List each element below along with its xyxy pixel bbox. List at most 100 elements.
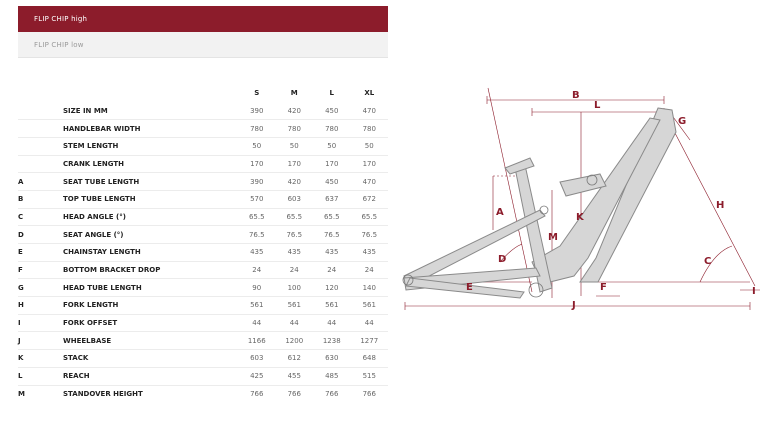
row-value: 44 bbox=[275, 313, 313, 332]
row-label: BOTTOM BRACKET DROP bbox=[63, 260, 238, 279]
diagram-label-b: B bbox=[572, 90, 580, 101]
column-header-l: L bbox=[329, 89, 334, 97]
row-letter bbox=[18, 119, 63, 138]
diagram-label-j: J bbox=[571, 300, 576, 311]
row-letter: C bbox=[18, 207, 63, 226]
row-value: 648 bbox=[350, 349, 388, 368]
diagram-label-g: G bbox=[678, 116, 686, 127]
diagram-label-f: F bbox=[600, 282, 607, 293]
row-value: 120 bbox=[313, 278, 351, 297]
row-letter: D bbox=[18, 225, 63, 244]
frame-details bbox=[402, 174, 598, 298]
row-value: 1277 bbox=[350, 331, 388, 350]
row-value: 44 bbox=[313, 313, 351, 332]
row-value: 50 bbox=[275, 136, 313, 156]
row-label: HANDLEBAR WIDTH bbox=[63, 119, 238, 138]
row-value: 672 bbox=[350, 189, 388, 209]
row-label: SEAT TUBE LENGTH bbox=[63, 172, 238, 191]
row-value: 76.5 bbox=[275, 225, 313, 244]
row-value: 170 bbox=[238, 154, 276, 173]
row-value: 76.5 bbox=[313, 225, 351, 244]
header-spacer bbox=[63, 84, 238, 102]
row-label: HEAD TUBE LENGTH bbox=[63, 278, 238, 297]
row-value: 766 bbox=[350, 384, 388, 403]
row-value: 390 bbox=[238, 172, 276, 191]
row-value: 100 bbox=[275, 278, 313, 297]
row-value: 420 bbox=[287, 106, 301, 115]
row-label: FORK LENGTH bbox=[63, 296, 238, 315]
row-letter: B bbox=[18, 189, 63, 209]
row-value: 450 bbox=[313, 172, 351, 191]
row-label: STEM LENGTH bbox=[63, 136, 238, 156]
row-value: 435 bbox=[238, 243, 276, 262]
row-value: 766 bbox=[275, 384, 313, 403]
row-letter: H bbox=[18, 296, 63, 315]
row-value: 76.5 bbox=[238, 225, 276, 244]
diagram-label-d: D bbox=[498, 254, 506, 265]
row-value: 170 bbox=[275, 154, 313, 173]
dimension-labels: B L G K A H M D C E F I J bbox=[466, 90, 756, 311]
header-spacer bbox=[18, 84, 63, 102]
row-value: 637 bbox=[313, 189, 351, 209]
diagram-label-k: K bbox=[576, 212, 585, 223]
row-value: 390 bbox=[250, 106, 264, 115]
row-value: 561 bbox=[275, 296, 313, 315]
row-label: SIZE IN MM bbox=[63, 106, 108, 115]
row-label: CRANK LENGTH bbox=[63, 154, 238, 173]
row-value: 1200 bbox=[275, 331, 313, 350]
row-value: 24 bbox=[313, 260, 351, 279]
row-value: 612 bbox=[275, 349, 313, 368]
row-value: 50 bbox=[350, 136, 388, 156]
row-letter: I bbox=[18, 313, 63, 332]
row-value: 455 bbox=[275, 366, 313, 385]
row-value: 24 bbox=[350, 260, 388, 279]
row-label: STANDOVER HEIGHT bbox=[63, 384, 238, 403]
row-value: 603 bbox=[275, 189, 313, 209]
row-label: SEAT ANGLE (°) bbox=[63, 225, 238, 244]
row-label: STACK bbox=[63, 349, 238, 368]
row-letter: K bbox=[18, 349, 63, 368]
tab-flip-chip-low[interactable]: FLIP CHIP low bbox=[18, 32, 388, 58]
row-value: 76.5 bbox=[350, 225, 388, 244]
row-value: 425 bbox=[238, 366, 276, 385]
row-letter: A bbox=[18, 172, 63, 191]
row-value: 24 bbox=[275, 260, 313, 279]
row-label: HEAD ANGLE (°) bbox=[63, 207, 238, 226]
row-value: 1166 bbox=[238, 331, 276, 350]
row-value: 140 bbox=[350, 278, 388, 297]
row-label: FORK OFFSET bbox=[63, 313, 238, 332]
row-letter: M bbox=[18, 384, 63, 403]
row-value: 766 bbox=[238, 384, 276, 403]
row-value: 603 bbox=[238, 349, 276, 368]
row-value: 450 bbox=[325, 106, 339, 115]
row-value: 435 bbox=[275, 243, 313, 262]
row-value: 50 bbox=[313, 136, 351, 156]
bike-geometry-diagram: B L G K A H M D C E F I J bbox=[402, 87, 760, 311]
row-value: 780 bbox=[275, 119, 313, 138]
tab-flip-chip-high[interactable]: FLIP CHIP high bbox=[18, 6, 388, 32]
row-value: 1238 bbox=[313, 331, 351, 350]
diagram-label-e: E bbox=[466, 282, 473, 293]
row-label: CHAINSTAY LENGTH bbox=[63, 243, 238, 262]
row-value: 44 bbox=[238, 313, 276, 332]
row-value: 65.5 bbox=[238, 207, 276, 226]
row-value: 65.5 bbox=[350, 207, 388, 226]
diagram-label-m: M bbox=[548, 232, 558, 243]
row-value: 561 bbox=[350, 296, 388, 315]
